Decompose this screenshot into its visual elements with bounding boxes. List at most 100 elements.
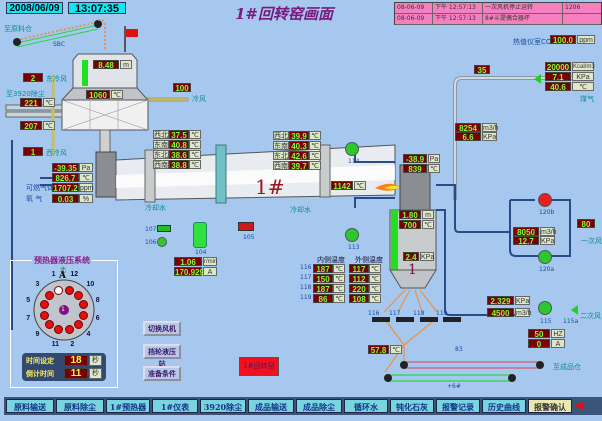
nav-instruments[interactable]: 1#仪表 <box>152 399 198 413</box>
feeder-icon[interactable] <box>396 317 414 322</box>
fan-115-icon[interactable] <box>538 301 552 315</box>
unit: 秒 <box>89 355 102 366</box>
cooling-water-label: 冷却水 <box>290 206 311 214</box>
cylinder-indicator <box>73 319 83 329</box>
unit: ℃ <box>43 98 55 107</box>
fan-label: 115 <box>540 318 552 325</box>
feeder-label: 117 <box>389 310 401 317</box>
gas-temp: 40.6 <box>545 82 571 92</box>
conveyor-label: 至原料仓 <box>4 25 32 33</box>
gas-valve-icon[interactable] <box>527 74 541 84</box>
belt-pulley-icon <box>13 38 21 46</box>
east-fan-value: 2 <box>23 73 43 83</box>
cylinder-indicator <box>64 286 74 296</box>
temp2: 207 <box>20 121 42 131</box>
nav-circulating-water[interactable]: 循环水 <box>344 399 388 413</box>
prepare-button[interactable]: 准备条件 <box>143 366 181 381</box>
nav-history-curves[interactable]: 历史曲线 <box>482 399 526 413</box>
belt-line <box>16 24 99 44</box>
set-time-value[interactable]: 18 <box>64 355 88 366</box>
feeder-label: 119 <box>436 310 448 317</box>
cylinder-indicator <box>54 286 64 296</box>
tail-pressure: -39.35 <box>52 163 79 173</box>
unit: ppm <box>577 35 595 44</box>
fan-120a-icon[interactable] <box>538 250 552 264</box>
kiln-head-temp: 1142 <box>331 181 353 191</box>
secondary-air-label: 二次风 <box>580 312 601 320</box>
unit-107-icon[interactable] <box>157 225 171 232</box>
cylinder-indicator <box>45 319 55 329</box>
cylinder-label: 11 <box>51 340 60 348</box>
nav-alarm-log[interactable]: 报警记录 <box>436 399 480 413</box>
unit: m3/h <box>515 308 532 317</box>
unit: Kcal/m3 <box>572 62 595 71</box>
hydraulic-station-button[interactable]: 挡轮液压站 <box>143 344 181 368</box>
pump-114-icon[interactable] <box>345 142 359 156</box>
secondary-flow: 4500 <box>487 308 514 318</box>
nav-preheater[interactable]: 1#预热器 <box>106 399 150 413</box>
cylinder-indicator <box>40 300 50 310</box>
cylinder-indicator <box>40 310 50 320</box>
unit: KPa <box>540 236 555 245</box>
nav-product-dust[interactable]: 成品除尘 <box>296 399 342 413</box>
outer-temp-label: 外侧温度 <box>355 256 383 264</box>
countdown-label: 倒计时间 <box>26 369 54 378</box>
unit: Pa <box>428 154 440 163</box>
alarm-code: 1206 <box>565 4 581 11</box>
cylinder-label: 9 <box>35 331 40 339</box>
belt-pulley-icon <box>94 20 102 28</box>
nav-3920-dust[interactable]: 3920除尘 <box>200 399 246 413</box>
nav-bar: 原料输送 原料除尘 1#预热器 1#仪表 3920除尘 成品输送 成品除尘 循环… <box>4 397 602 415</box>
alarm-date: 08-06-09 <box>395 14 433 24</box>
kiln-stop-button[interactable]: 1#回转窑 <box>239 357 279 376</box>
label-83: 83 <box>455 346 463 353</box>
fan-label: 120b <box>539 209 555 216</box>
feeder-icon[interactable] <box>372 317 390 322</box>
unit: A <box>551 339 565 348</box>
nav-product-transport[interactable]: 成品输送 <box>248 399 294 413</box>
belt-label: +6# <box>447 383 461 390</box>
nav-raw-dust[interactable]: 原料除尘 <box>56 399 104 413</box>
pump-113-icon[interactable] <box>345 228 359 242</box>
co-value: 100.0 <box>550 35 576 45</box>
motor-104-icon[interactable] <box>193 222 207 248</box>
feeder-icon[interactable] <box>420 317 438 322</box>
nav-passivated-lime[interactable]: 钝化石灰 <box>390 399 434 413</box>
cylinder-indicator <box>54 324 64 334</box>
switch-fan-button[interactable]: 切换风机 <box>143 321 181 336</box>
unit: ℃ <box>43 121 55 130</box>
kiln-speed: 1.06 <box>174 257 202 267</box>
oxygen: 0.03 <box>52 194 79 204</box>
nav-raw-transport[interactable]: 原料输送 <box>6 399 54 413</box>
cooler-level: 1.80 <box>399 210 421 220</box>
flow1-value: 8254 <box>455 123 481 133</box>
cylinder-label: 10 <box>86 280 95 288</box>
unit-105-icon[interactable] <box>238 222 254 231</box>
kiln-current: 170.929 <box>174 267 204 277</box>
cylinder-label: 12 <box>70 271 79 279</box>
cylinder-indicator <box>64 324 74 334</box>
gas-label: 煤气 <box>580 95 594 103</box>
flow1-pressure: 6.6 <box>455 132 481 142</box>
preheater-level: 8.48 <box>93 60 119 70</box>
hz-value: 50 <box>528 329 550 339</box>
pump-106-icon[interactable] <box>157 237 167 247</box>
label-106: 106 <box>145 239 157 246</box>
primary-pressure: 12.7 <box>513 236 539 246</box>
hydraulic-title: 预热器液压系统 <box>32 255 92 266</box>
unit: m <box>422 210 434 219</box>
secondary-valve-icon[interactable] <box>564 305 578 315</box>
unit: ℃ <box>572 82 594 91</box>
feeder-icon[interactable] <box>443 317 461 322</box>
unit: A <box>203 267 217 276</box>
cylinder-indicator <box>73 291 83 301</box>
fan-120b-icon[interactable] <box>538 193 552 207</box>
date-display: 2008/06/09 <box>6 2 63 14</box>
alarm-ack-button[interactable]: 报警确认 <box>528 399 572 413</box>
